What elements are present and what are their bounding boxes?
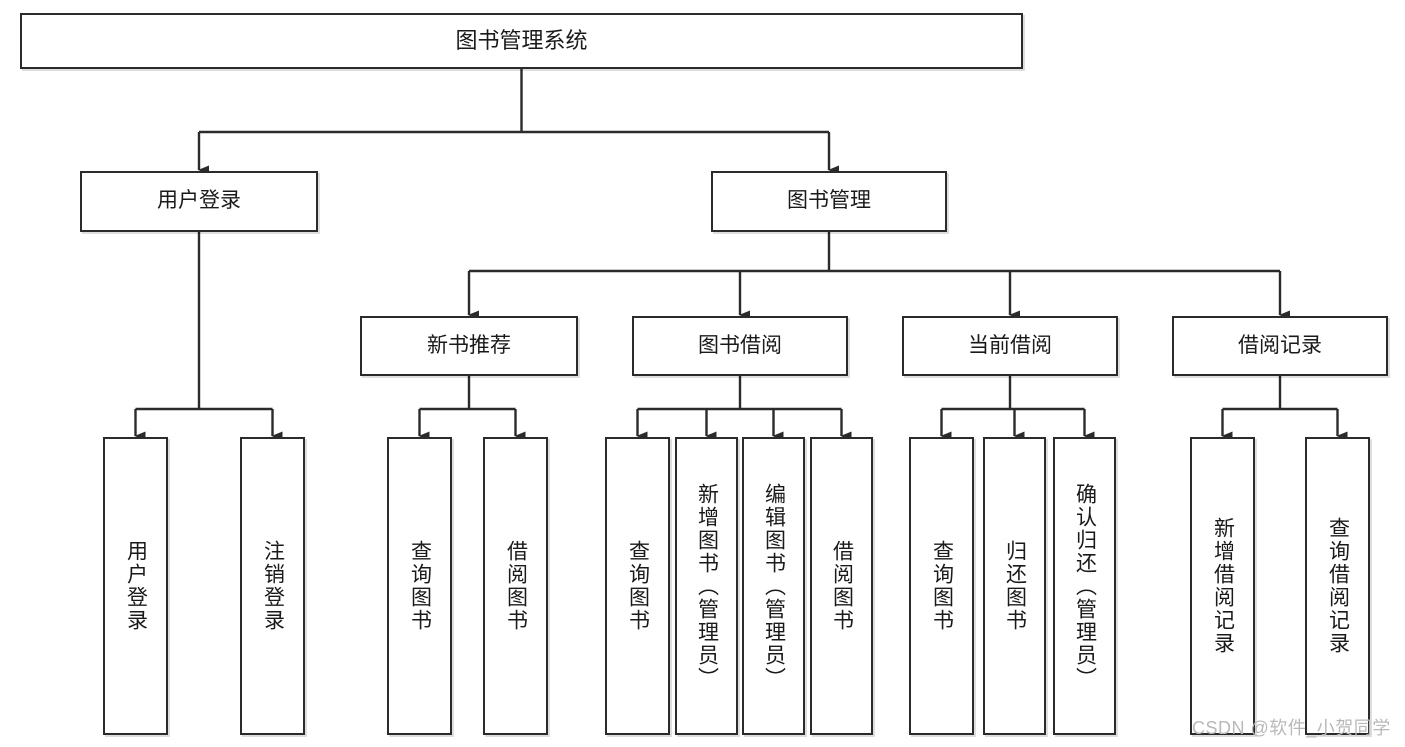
node-leaf-borrow-book[interactable]: 借阅图书 bbox=[810, 437, 873, 735]
node-label-book-borrow: 图书借阅 bbox=[698, 333, 782, 357]
node-leaf-user-login[interactable]: 用户登录 bbox=[103, 437, 168, 735]
node-label-leaf-edit-book: 编辑图书（管理员） bbox=[762, 482, 786, 690]
node-leaf-query-book-current[interactable]: 查询图书 bbox=[909, 437, 974, 735]
node-book-borrow[interactable]: 图书借阅 bbox=[632, 316, 848, 376]
node-leaf-add-book[interactable]: 新增图书（管理员） bbox=[675, 437, 738, 735]
node-label-leaf-query-book-rec: 查询图书 bbox=[408, 540, 432, 632]
node-label-book-manage: 图书管理 bbox=[787, 189, 871, 213]
node-leaf-add-record[interactable]: 新增借阅记录 bbox=[1190, 437, 1255, 735]
node-label-borrow-record: 借阅记录 bbox=[1238, 333, 1322, 357]
node-label-leaf-add-record: 新增借阅记录 bbox=[1211, 517, 1235, 655]
node-leaf-query-book-borrow[interactable]: 查询图书 bbox=[605, 437, 670, 735]
node-current-borrow[interactable]: 当前借阅 bbox=[902, 316, 1118, 376]
node-label-leaf-return-book: 归还图书 bbox=[1003, 540, 1027, 632]
node-label-leaf-borrow-book: 借阅图书 bbox=[830, 540, 854, 632]
node-borrow-record[interactable]: 借阅记录 bbox=[1172, 316, 1388, 376]
node-label-current-borrow: 当前借阅 bbox=[968, 333, 1052, 357]
node-new-book-rec[interactable]: 新书推荐 bbox=[360, 316, 578, 376]
node-label-leaf-add-book: 新增图书（管理员） bbox=[695, 482, 719, 690]
node-label-leaf-query-record: 查询借阅记录 bbox=[1326, 517, 1350, 655]
node-label-user-login: 用户登录 bbox=[157, 189, 241, 213]
node-user-login[interactable]: 用户登录 bbox=[80, 171, 318, 232]
node-leaf-return-book[interactable]: 归还图书 bbox=[983, 437, 1046, 735]
tree-connectors bbox=[134, 69, 1348, 441]
node-label-leaf-logout: 注销登录 bbox=[261, 540, 285, 632]
node-leaf-borrow-book-rec[interactable]: 借阅图书 bbox=[483, 437, 548, 735]
node-leaf-query-record[interactable]: 查询借阅记录 bbox=[1305, 437, 1370, 735]
node-leaf-logout[interactable]: 注销登录 bbox=[240, 437, 305, 735]
node-book-manage[interactable]: 图书管理 bbox=[711, 171, 947, 232]
node-leaf-confirm-return[interactable]: 确认归还（管理员） bbox=[1053, 437, 1116, 735]
node-label-leaf-confirm-return: 确认归还（管理员） bbox=[1073, 482, 1097, 690]
node-label-leaf-query-book-current: 查询图书 bbox=[930, 540, 954, 632]
node-label-root: 图书管理系统 bbox=[455, 28, 588, 54]
node-leaf-edit-book[interactable]: 编辑图书（管理员） bbox=[742, 437, 805, 735]
node-leaf-query-book-rec[interactable]: 查询图书 bbox=[387, 437, 452, 735]
node-label-leaf-query-book-borrow: 查询图书 bbox=[626, 540, 650, 632]
node-label-leaf-borrow-book-rec: 借阅图书 bbox=[504, 540, 528, 632]
watermark-text: CSDN @软件_小贺同学 bbox=[1192, 718, 1391, 738]
node-label-leaf-user-login: 用户登录 bbox=[124, 540, 148, 632]
node-root[interactable]: 图书管理系统 bbox=[20, 13, 1023, 69]
node-label-new-book-rec: 新书推荐 bbox=[427, 333, 511, 357]
